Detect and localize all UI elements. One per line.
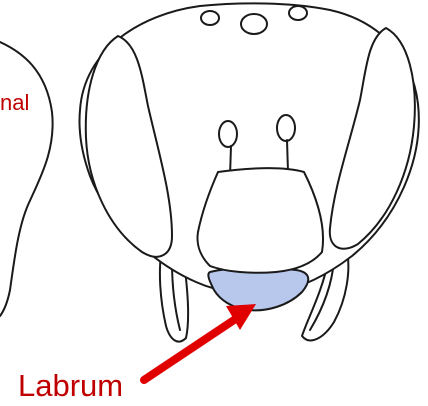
- right-antennal-line: [287, 140, 288, 172]
- left-ocellus: [201, 11, 219, 25]
- labrum-arrow: [144, 304, 256, 380]
- left-antennal-socket: [219, 121, 237, 147]
- labrum: [208, 268, 308, 311]
- partial-structure-label: nal: [0, 92, 38, 114]
- right-antennal-socket: [277, 115, 295, 141]
- median-ocellus: [241, 14, 267, 34]
- clypeus: [198, 168, 324, 273]
- right-ocellus: [289, 6, 307, 20]
- partial-side-outline: [0, 42, 53, 316]
- labrum-label: Labrum: [18, 370, 123, 401]
